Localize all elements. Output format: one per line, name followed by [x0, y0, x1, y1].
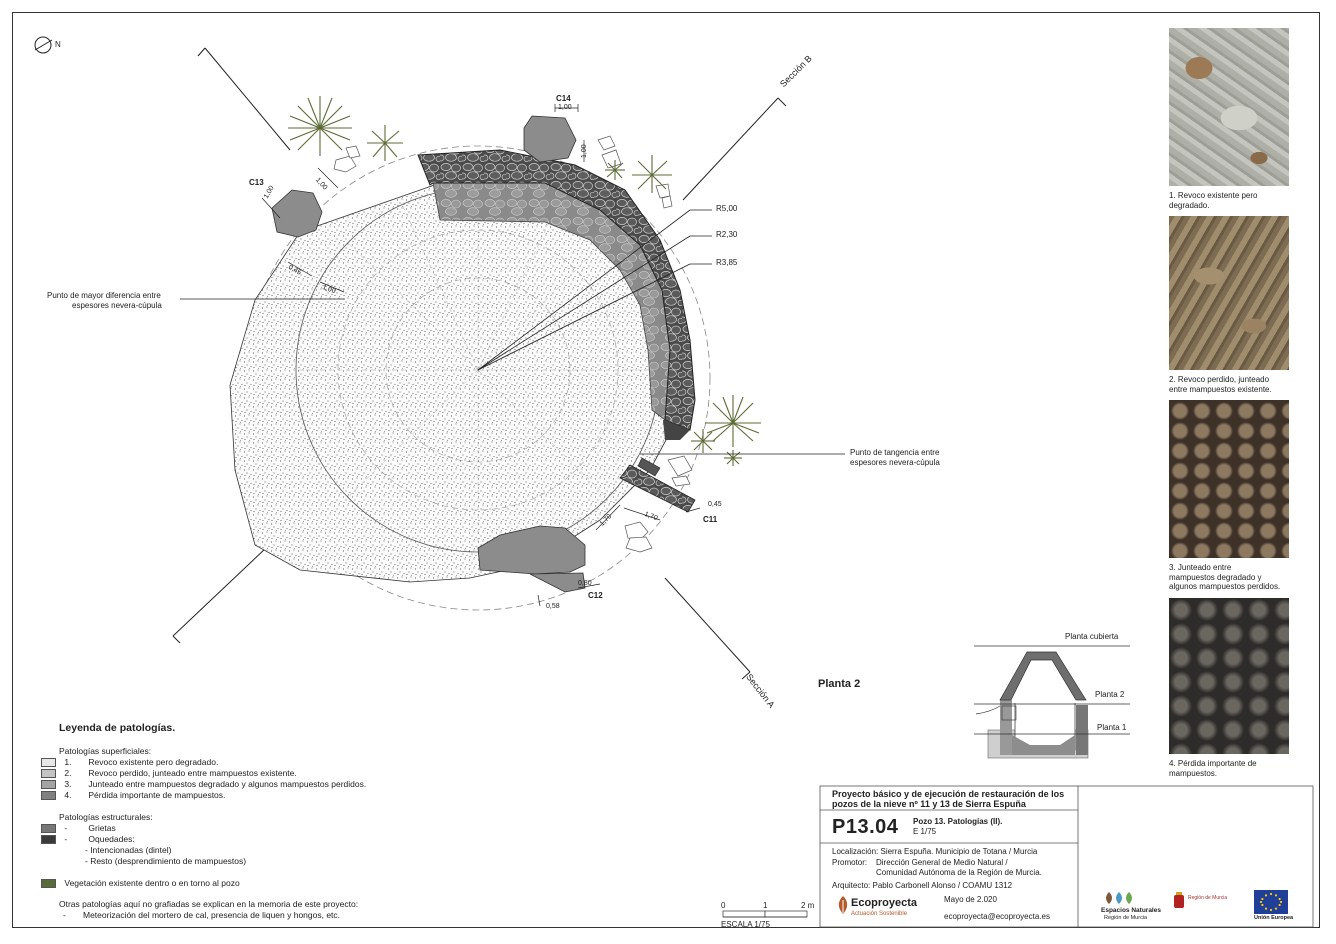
region-murcia-label: Región de Murcia	[1188, 895, 1228, 901]
brand-subtitle: Actuación Sostenible	[851, 911, 908, 917]
legend-vegetation: Vegetación existente dentro o en torno a…	[41, 878, 240, 889]
ecoproyecta-logo-icon	[836, 895, 850, 915]
tag-c14: C14	[556, 94, 571, 103]
annotation-right-line2: espesores nevera-cúpula	[850, 458, 940, 467]
legend-superficial-title: Patologías superficiales:	[59, 746, 152, 756]
crack-c11	[619, 464, 696, 513]
espacios-naturales-logo-icon	[1104, 891, 1136, 905]
promoter-line1: Dirección General de Medio Natural /	[876, 858, 1008, 867]
project-title-line1: Proyecto básico y de ejecución de restau…	[832, 789, 1065, 799]
scale-label: ESCALA 1/75	[721, 920, 770, 929]
region-murcia-crest-icon	[1173, 892, 1185, 910]
scale-bar	[722, 910, 808, 918]
radius-leaders	[477, 209, 712, 371]
legend-other-title: Otras patologías aquí no grafiadas se ex…	[59, 899, 359, 909]
section-mini	[974, 645, 1130, 759]
dim-c12-a: 0,80	[578, 580, 592, 587]
crack-c14	[523, 115, 577, 163]
legend-swatch	[41, 835, 56, 845]
annotation-left-line1: Punto de mayor diferencia entre	[47, 291, 161, 300]
radius-label-1: R5,00	[716, 204, 738, 213]
promoter-line2: Comunidad Autónoma de la Región de Murci…	[876, 868, 1042, 877]
legend-subitem: - Intencionadas (dintel)	[85, 845, 172, 855]
eu-label: Unión Europea	[1254, 915, 1294, 921]
legend-swatch	[41, 780, 56, 790]
legend-swatch	[41, 879, 56, 889]
legend-item: -Oquedades:	[41, 834, 135, 845]
photo-perdida-mampuestos	[1169, 598, 1289, 754]
photo-revoco-degradado	[1169, 28, 1289, 186]
level-label-cubierta: Planta cubierta	[1065, 632, 1119, 641]
sheet-scale: E 1/75	[913, 827, 937, 836]
dim-c12-b: 0,58	[546, 603, 560, 610]
vegetation	[288, 96, 761, 466]
radius-label-3: R3,85	[716, 258, 738, 267]
sheet-frame	[12, 12, 1320, 928]
dim-c14-w: 1,00	[558, 104, 572, 111]
scale-tick-0: 0	[721, 901, 726, 910]
sheet-code: P13.04	[832, 816, 899, 838]
eu-flag-icon	[1254, 890, 1288, 914]
brand-name: Ecoproyecta	[851, 897, 918, 909]
legend-swatch	[41, 824, 56, 834]
location-row: Localización: Sierra Espuña. Municipio d…	[832, 847, 1038, 856]
dim-c14-h: 1,00	[581, 144, 588, 158]
legend-swatch	[41, 758, 56, 768]
photo-junteado-degradado	[1169, 400, 1289, 558]
legend-item: -Grietas	[41, 823, 116, 834]
espacios-naturales-sub: Región de Murcia	[1104, 915, 1148, 921]
north-label: N	[55, 40, 61, 49]
north-arrow-icon	[34, 36, 53, 54]
legend-swatch	[41, 769, 56, 779]
photo-revoco-perdido	[1169, 216, 1289, 370]
legend-structural-title: Patologías estructurales:	[59, 812, 153, 822]
legend-item: 1.Revoco existente pero degradado.	[41, 757, 218, 768]
crack-c13	[271, 189, 323, 238]
espacios-naturales-label: Espacios Naturales	[1101, 907, 1161, 914]
level-label-p2: Planta 2	[1095, 690, 1125, 699]
level-label-p1: Planta 1	[1097, 723, 1127, 732]
tag-c12: C12	[588, 591, 603, 600]
legend-subitem: - Resto (desprendimiento de mampuestos)	[85, 856, 247, 866]
email: ecoproyecta@ecoproyecta.es	[944, 912, 1050, 921]
scale-tick-1: 1	[763, 901, 768, 910]
sheet-title: Pozo 13. Patologías (II).	[913, 817, 1003, 826]
radius-label-2: R2,30	[716, 230, 738, 239]
legend-swatch	[41, 791, 56, 801]
legend-item: 4.Pérdida importante de mampuestos.	[41, 790, 225, 801]
legend-title: Leyenda de patologías.	[59, 722, 176, 734]
annotation-left-line2: espesores nevera-cúpula	[72, 301, 162, 310]
date: Mayo de 2.020	[944, 895, 997, 904]
legend-item: 3.Junteado entre mampuestos degradado y …	[41, 779, 366, 790]
architect-row: Arquitecto: Pablo Carbonell Alonso / COA…	[832, 881, 1013, 890]
scale-tick-2: 2 m	[801, 901, 815, 910]
annotation-right-line1: Punto de tangencia entre	[850, 448, 940, 457]
dim-c11-c: 0,45	[708, 501, 722, 508]
promoter-label: Promotor:	[832, 858, 868, 867]
project-title-line2: pozos de la nieve nº 11 y 13 de Sierra E…	[832, 799, 1026, 809]
tag-c11: C11	[703, 515, 718, 524]
plan-title: Planta 2	[818, 678, 861, 690]
legend-other-item: -Meteorización del mortero de cal, prese…	[63, 910, 341, 920]
tag-c13: C13	[249, 178, 264, 187]
crack-c12	[477, 525, 586, 575]
legend-item: 2.Revoco perdido, junteado entre mampues…	[41, 768, 297, 779]
